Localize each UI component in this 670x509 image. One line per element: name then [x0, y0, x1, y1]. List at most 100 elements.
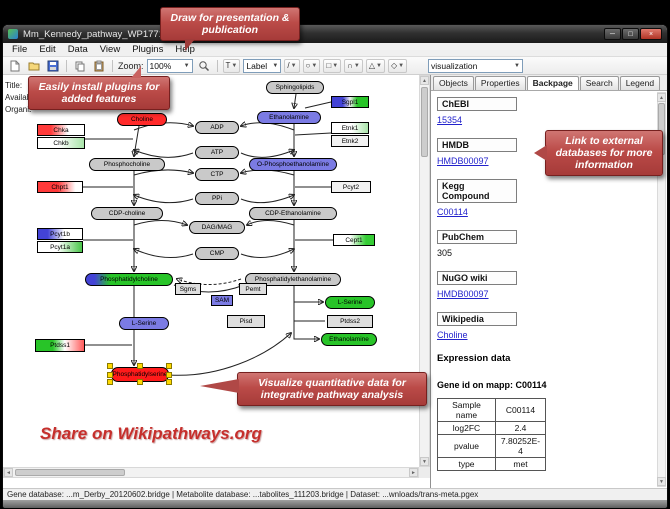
- node-chkb[interactable]: Chkb: [37, 137, 85, 149]
- close-button[interactable]: ×: [640, 28, 662, 40]
- menu-data[interactable]: Data: [67, 44, 88, 55]
- node-cmp[interactable]: CMP: [195, 247, 239, 260]
- shape-tool-button[interactable]: ◇▼: [387, 58, 408, 73]
- menu-file[interactable]: File: [12, 44, 28, 55]
- scroll-down-icon[interactable]: ▼: [420, 457, 429, 466]
- scroll-left-icon[interactable]: ◄: [4, 468, 13, 477]
- section-header: PubChem: [437, 230, 517, 244]
- title-bar[interactable]: Mm_Kennedy_pathway_WP1771_45176.gpml ─ □…: [3, 25, 667, 43]
- tab-legend[interactable]: Legend: [619, 76, 661, 90]
- triangle-tool-button[interactable]: △▼: [365, 58, 385, 73]
- menu-edit[interactable]: Edit: [39, 44, 56, 55]
- scroll-up-icon[interactable]: ▲: [420, 76, 429, 85]
- zoom-combo[interactable]: 100% ▼: [146, 58, 193, 73]
- external-link[interactable]: 15354: [437, 115, 463, 125]
- node-dag-mag[interactable]: DAG/MAG: [189, 221, 245, 234]
- rectangle-tool-button[interactable]: □▼: [323, 58, 342, 73]
- maximize-button[interactable]: □: [622, 28, 639, 40]
- node-ptdss1[interactable]: Ptdss1: [35, 339, 85, 352]
- ellipse-tool-button[interactable]: ○▼: [302, 58, 321, 73]
- node-pemt[interactable]: Pemt: [239, 283, 267, 295]
- paste-icon[interactable]: [91, 59, 107, 73]
- chevron-down-icon: ▼: [376, 62, 382, 69]
- scroll-up-icon[interactable]: ▲: [657, 93, 666, 102]
- chevron-down-icon: ▼: [231, 62, 238, 69]
- selection-handle[interactable]: [137, 379, 143, 385]
- node-ethanolamine-right[interactable]: Ethanolamine: [321, 333, 377, 346]
- external-link[interactable]: HMDB00097: [437, 289, 489, 299]
- node-cdp-choline[interactable]: CDP-choline: [91, 207, 163, 220]
- tab-search[interactable]: Search: [579, 76, 619, 90]
- node-ptdss2[interactable]: Ptdss2: [327, 315, 373, 328]
- node-phosphocholine[interactable]: Phosphocholine: [89, 158, 165, 171]
- external-link[interactable]: C00114: [437, 207, 468, 217]
- node-ppi[interactable]: PPi: [195, 192, 239, 205]
- visualization-combo[interactable]: visualization ▼: [428, 59, 523, 73]
- tab-backpage[interactable]: Backpage: [526, 76, 579, 90]
- external-link[interactable]: HMDB00097: [437, 156, 489, 166]
- copy-icon[interactable]: [72, 59, 88, 73]
- node-sam[interactable]: SAM: [211, 295, 233, 306]
- rectangle-tool-icon: □: [326, 61, 332, 70]
- line-tool-button[interactable]: /▼: [284, 58, 300, 73]
- pathway-canvas[interactable]: Title: Availability: Organism:: [3, 75, 419, 467]
- node-etnk2[interactable]: Etnk2: [331, 135, 369, 147]
- triangle-tool-icon: △: [368, 61, 375, 70]
- node-phosphatidylcholine[interactable]: Phosphatidylcholine: [85, 273, 173, 286]
- info-title-label: Title:: [5, 81, 23, 90]
- menu-plugins[interactable]: Plugins: [132, 44, 164, 55]
- canvas-horizontal-scrollbar[interactable]: ◄ ►: [3, 467, 419, 478]
- new-file-icon[interactable]: [7, 59, 23, 73]
- node-atp[interactable]: ATP: [195, 146, 239, 159]
- scroll-right-icon[interactable]: ►: [409, 468, 418, 477]
- sidebar-scrollbar[interactable]: ▲ ▼: [657, 92, 666, 487]
- selection-handle[interactable]: [107, 371, 113, 378]
- node-pcyt2[interactable]: Pcyt2: [331, 181, 371, 193]
- node-chpt1[interactable]: Chpt1: [37, 181, 83, 193]
- tab-objects[interactable]: Objects: [433, 76, 474, 90]
- node-o-phosphoethanolamine[interactable]: O-Phosphoethanolamine: [249, 158, 337, 171]
- canvas-vertical-scrollbar[interactable]: ▲ ▼: [419, 75, 430, 467]
- arc-tool-button[interactable]: ∩▼: [344, 58, 363, 73]
- scroll-down-icon[interactable]: ▼: [657, 477, 666, 486]
- selection-handle[interactable]: [137, 363, 143, 369]
- menu-view[interactable]: View: [99, 44, 121, 55]
- node-etnk1[interactable]: Etnk1: [331, 122, 369, 134]
- selection-handle[interactable]: [166, 371, 172, 378]
- zoom-magnifier-icon[interactable]: [196, 59, 212, 73]
- horizontal-scroll-thumb[interactable]: [15, 469, 125, 476]
- node-phosphatidylethanolamine[interactable]: Phosphatidylethanolamine: [245, 273, 341, 286]
- node-cept1[interactable]: Cept1: [333, 234, 375, 246]
- selection-handle[interactable]: [107, 379, 113, 385]
- tab-properties[interactable]: Properties: [474, 76, 526, 90]
- label-tool-combo[interactable]: Label ▼: [243, 58, 282, 73]
- vertical-scroll-thumb[interactable]: [421, 87, 428, 157]
- node-sphingolipids[interactable]: Sphingolipids: [266, 81, 324, 94]
- node-pcyt1a[interactable]: Pcyt1a: [37, 241, 83, 253]
- node-pcyt1b[interactable]: Pcyt1b: [37, 228, 83, 240]
- node-adp[interactable]: ADP: [195, 121, 239, 134]
- node-l-serine-left[interactable]: L-Serine: [119, 317, 169, 330]
- node-chka[interactable]: Chka: [37, 124, 85, 136]
- minimize-button[interactable]: ─: [604, 28, 621, 40]
- external-link[interactable]: Choline: [437, 330, 468, 340]
- node-sgms[interactable]: Sgms: [175, 283, 201, 295]
- node-ctp[interactable]: CTP: [195, 168, 239, 181]
- selection-handle[interactable]: [166, 379, 172, 385]
- text-tool-button[interactable]: T▼: [222, 58, 241, 73]
- selection-handle[interactable]: [107, 363, 113, 369]
- node-pisd[interactable]: Pisd: [227, 315, 265, 328]
- node-sgpl1[interactable]: Sgpl1: [331, 96, 369, 108]
- table-cell: log2FC: [437, 421, 496, 435]
- open-folder-icon[interactable]: [26, 59, 42, 73]
- node-l-serine-right[interactable]: L-Serine: [325, 296, 375, 309]
- save-icon[interactable]: [45, 59, 61, 73]
- selection-handle[interactable]: [166, 363, 172, 369]
- node-cdp-ethanolamine[interactable]: CDP-Ethanolamine: [249, 207, 337, 220]
- node-choline[interactable]: Choline: [117, 113, 167, 126]
- node-ethanolamine-top[interactable]: Ethanolamine: [257, 111, 321, 124]
